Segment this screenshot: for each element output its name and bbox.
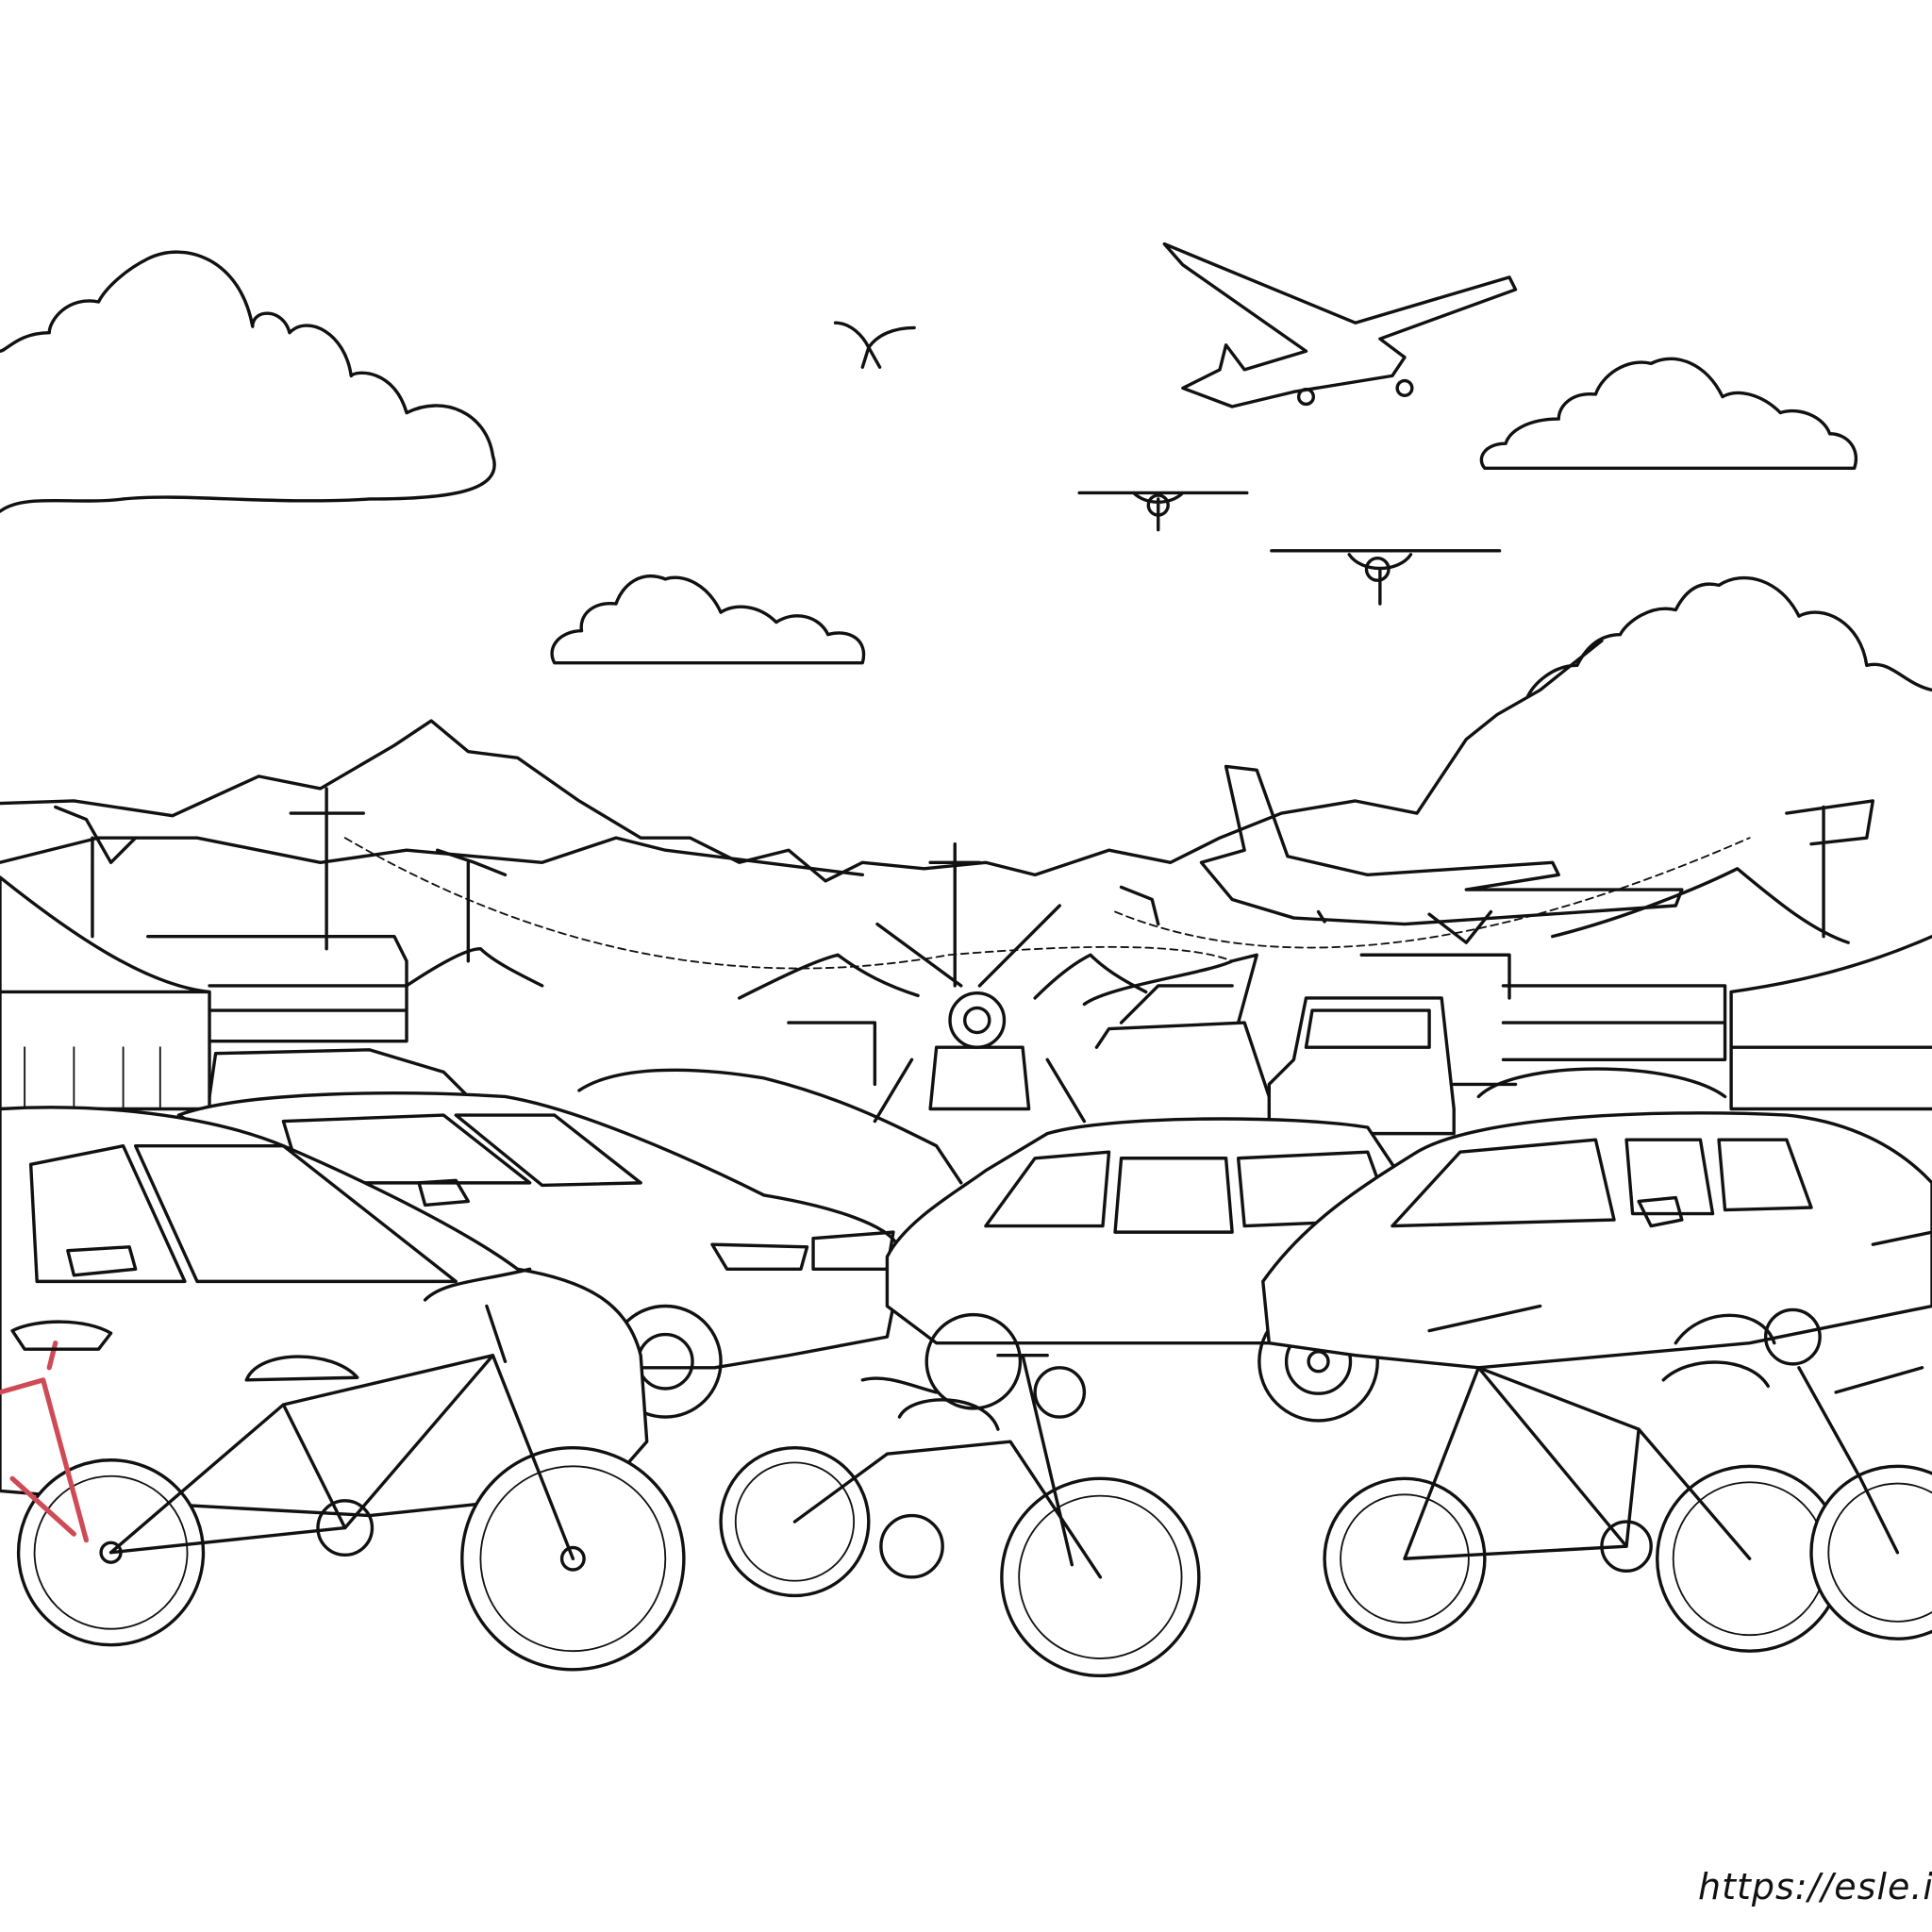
airplane-large [1162,242,1518,408]
mountains [0,639,1604,883]
cars-back [208,953,1727,1185]
bicycle-red [0,1320,113,1543]
cloud-left [0,250,496,513]
airplane-small-1 [1077,491,1249,532]
car-right [1261,1111,1932,1370]
light-poles [54,787,1875,988]
car-left [0,1106,649,1518]
truck [1267,953,1518,1136]
cloud-far-right [1525,575,1932,698]
bird [833,321,916,369]
airplane-small-2 [1270,549,1502,606]
cloud-middle [550,575,866,665]
bicycle-right [1323,1304,1844,1653]
airplane-parked [1199,764,1684,944]
bicycle-left [16,1267,686,1672]
buildings [0,867,1932,1111]
robot [873,904,1087,1124]
watermark-text: https://esle.io [1698,1866,1932,1907]
hills-back [0,836,864,877]
car-bmw [176,1091,899,1419]
motorcycle-right [1674,1230,1932,1641]
cloud-right [1479,357,1857,471]
motorcycle [719,1354,1201,1678]
